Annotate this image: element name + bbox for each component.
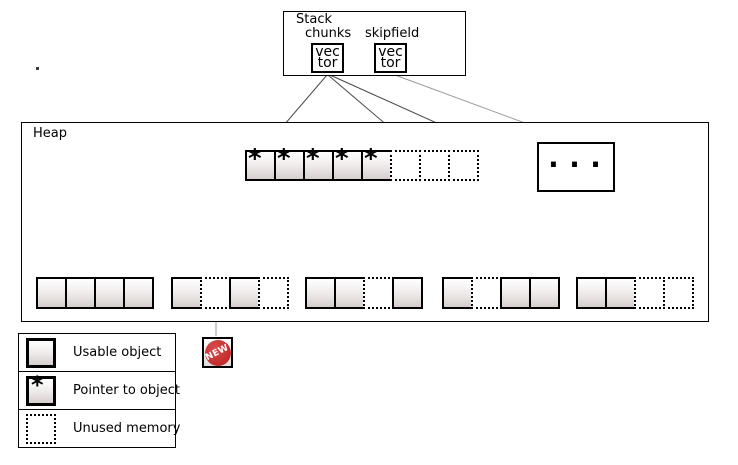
object-group-5 <box>576 277 694 309</box>
vector-text-bottom: tor <box>317 55 338 71</box>
unused-memory-icon <box>26 413 56 444</box>
unused-memory-cell <box>419 150 450 181</box>
legend-label-pointer: Pointer to object <box>73 383 180 398</box>
asterisk-glyph: * <box>31 370 44 399</box>
legend: Usable object * Pointer to object Unused… <box>18 333 180 448</box>
usable-object-cell <box>65 277 96 309</box>
unused-memory-cell <box>390 150 421 181</box>
vector-text-top: vec <box>378 44 403 60</box>
legend-row-usable: Usable object <box>18 333 176 372</box>
unused-memory-cell <box>634 277 665 309</box>
usable-object-cell <box>94 277 125 309</box>
chunks-vector-box: vec tor <box>311 43 344 73</box>
vector-text-top: vec <box>315 44 340 60</box>
legend-label-usable: Usable object <box>73 345 162 360</box>
usable-object-cell <box>334 277 365 309</box>
usable-object-cell <box>529 277 560 309</box>
skipfield-label: skipfield <box>365 26 420 41</box>
asterisk-glyph: * <box>335 144 349 174</box>
unused-memory-cell <box>200 277 231 309</box>
usable-object-cell <box>500 277 531 309</box>
asterisk-glyph: * <box>248 144 262 174</box>
chunks-label: chunks <box>305 26 352 41</box>
ellipsis-box: ... <box>537 142 615 192</box>
pointer-to-object-cell: * <box>245 144 276 181</box>
stack-title: Stack <box>296 12 332 27</box>
object-group-2 <box>171 277 289 309</box>
pointer-to-object-icon: * <box>26 370 56 406</box>
usable-object-cell <box>123 277 154 309</box>
skipfield-vector-box: vec tor <box>374 43 407 73</box>
legend-row-unused: Unused memory <box>18 409 180 448</box>
stray-dot <box>36 67 39 70</box>
usable-object-cell <box>171 277 202 309</box>
object-group-1 <box>36 277 154 309</box>
usable-object-cell <box>605 277 636 309</box>
asterisk-glyph: * <box>277 144 291 174</box>
legend-row-pointer: * Pointer to object <box>18 370 180 410</box>
object-group-3 <box>305 277 423 309</box>
usable-object-icon <box>26 337 56 368</box>
pointer-to-object-cell: * <box>332 144 363 181</box>
pointer-to-object-cell: * <box>303 144 334 181</box>
usable-object-cell <box>576 277 607 309</box>
pointer-to-object-cell: * <box>274 144 305 181</box>
new-badge-label: NEW <box>204 342 231 363</box>
unused-memory-cell <box>448 150 479 181</box>
unused-memory-cell <box>363 277 394 309</box>
usable-object-cell <box>392 277 423 309</box>
usable-object-cell <box>229 277 260 309</box>
pointer-array: * * * * * <box>245 144 479 181</box>
usable-object-cell <box>36 277 67 309</box>
unused-memory-cell <box>663 277 694 309</box>
object-group-4 <box>442 277 560 309</box>
legend-label-unused: Unused memory <box>73 421 181 436</box>
unused-memory-cell <box>258 277 289 309</box>
pointer-to-object-cell: * <box>361 144 392 181</box>
heap-label: Heap <box>33 126 67 141</box>
usable-object-cell <box>442 277 473 309</box>
new-badge: NEW <box>202 337 233 368</box>
unused-memory-cell <box>471 277 502 309</box>
vector-text-bottom: tor <box>380 55 401 71</box>
asterisk-glyph: * <box>364 144 378 174</box>
usable-object-cell <box>305 277 336 309</box>
new-badge-circle: NEW <box>204 339 231 366</box>
asterisk-glyph: * <box>306 144 320 174</box>
